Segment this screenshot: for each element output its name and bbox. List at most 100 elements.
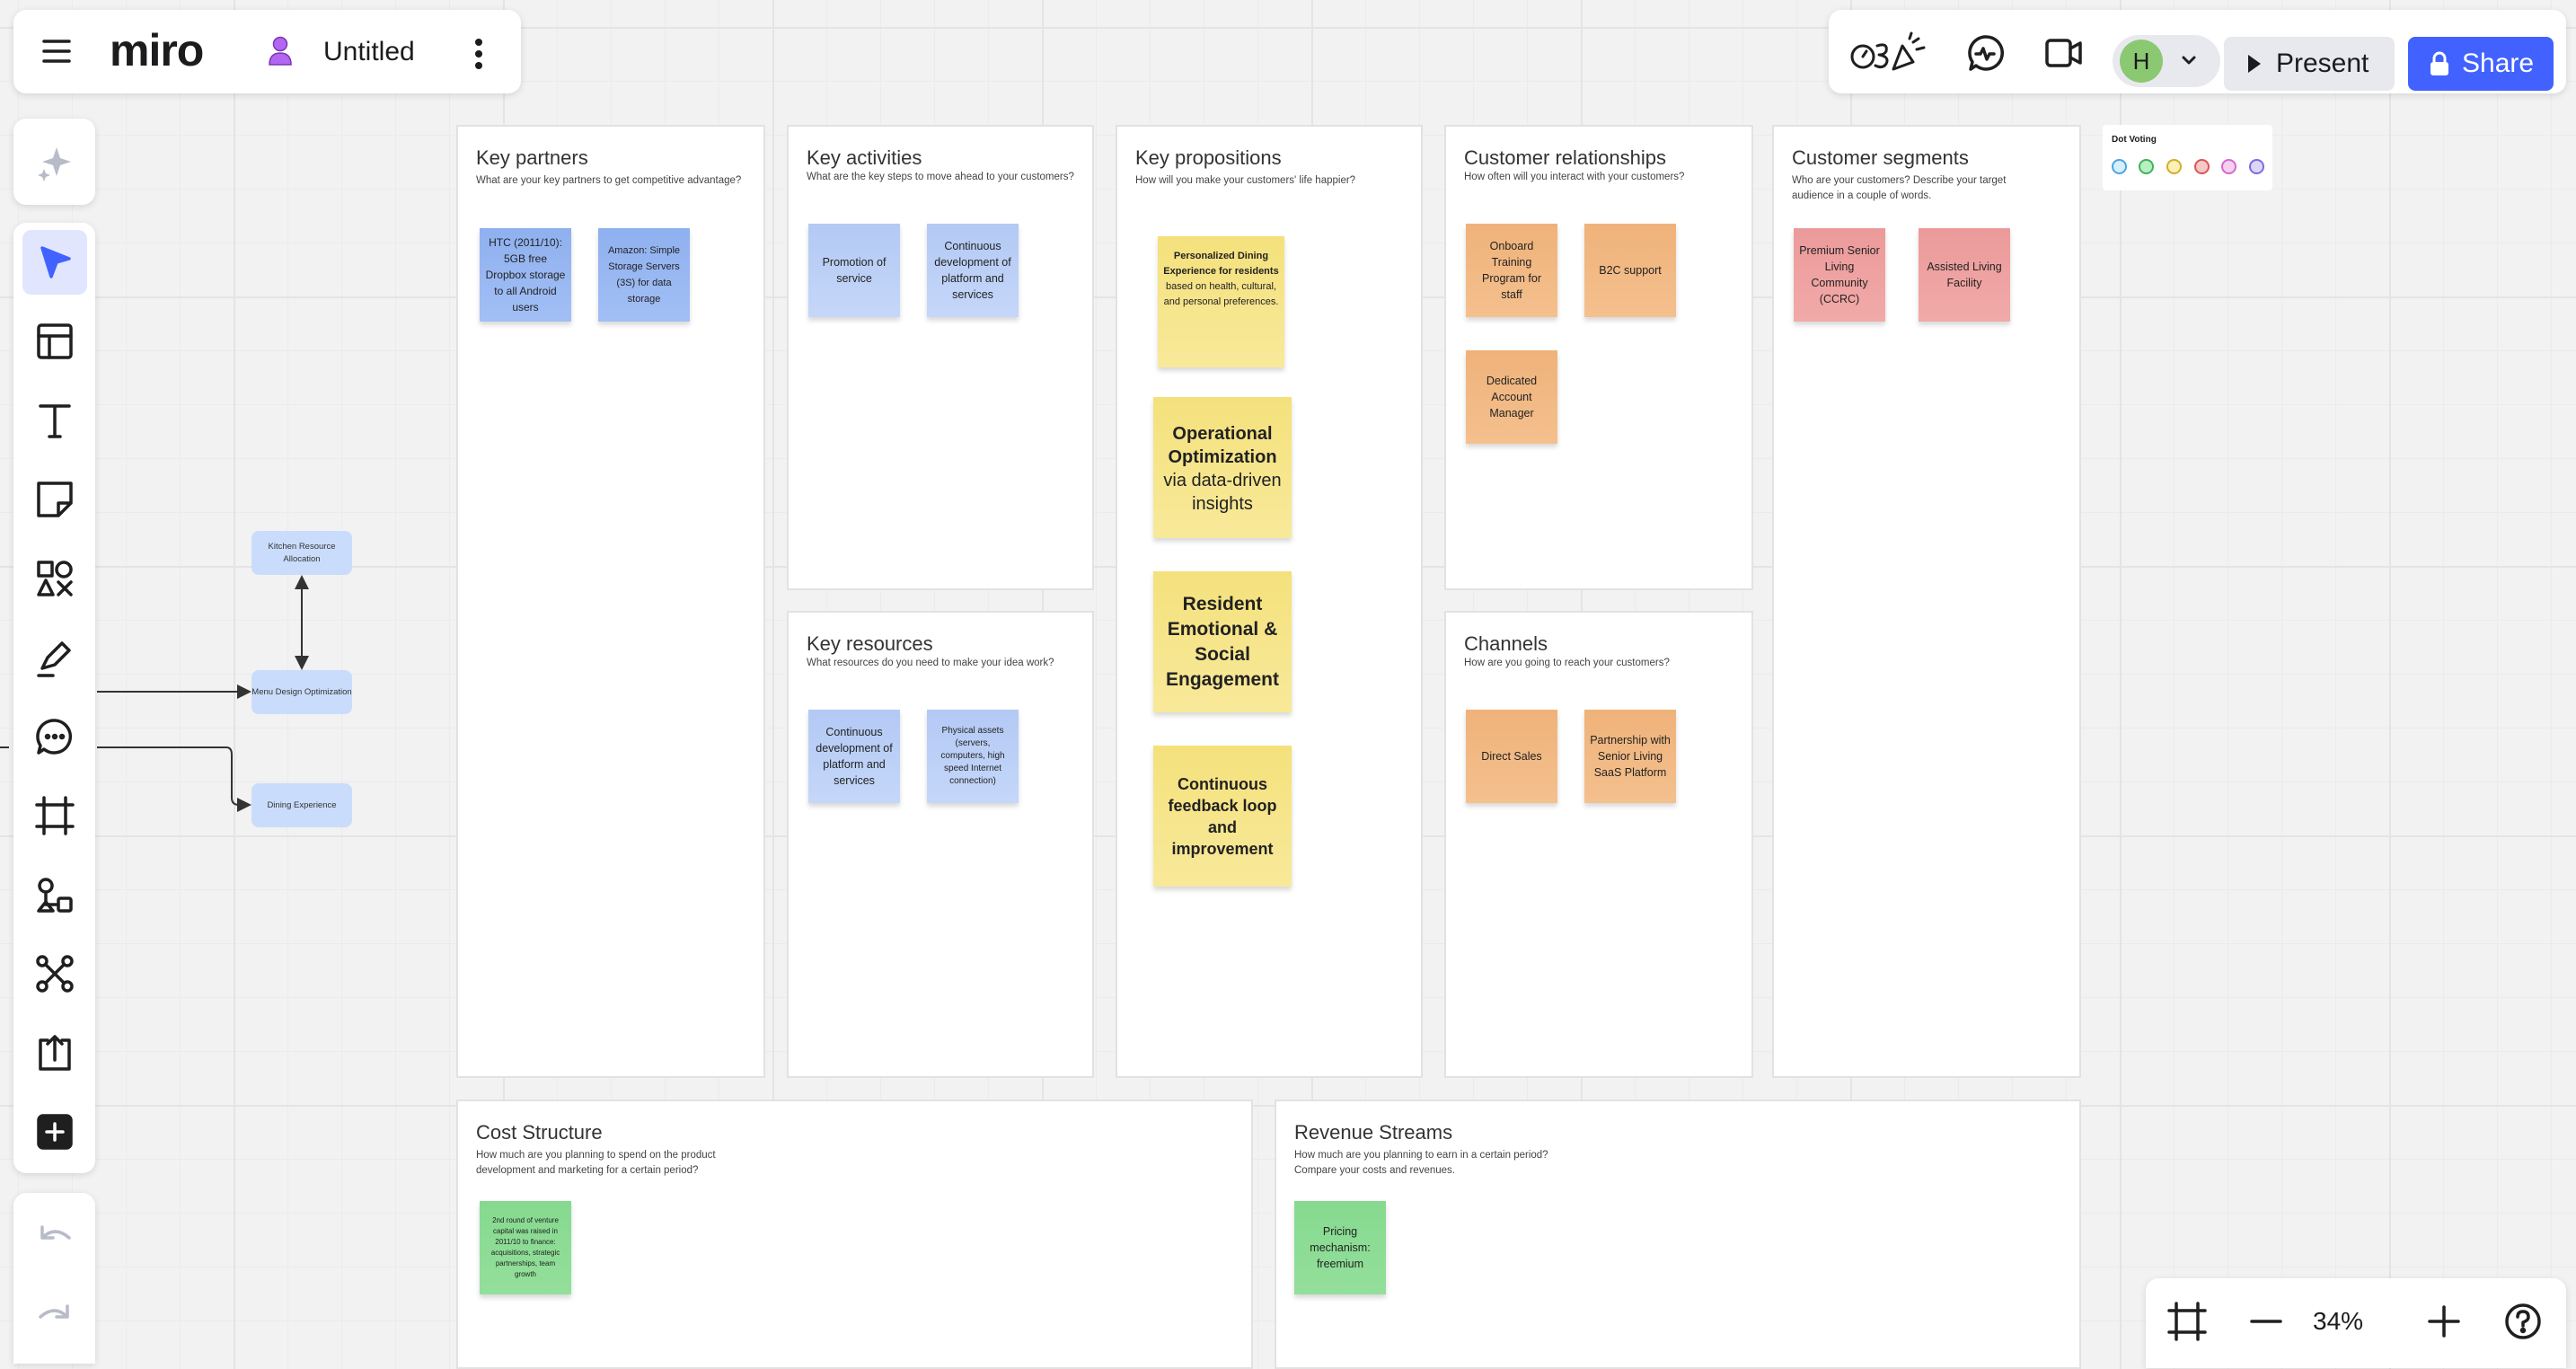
flow-node-menu[interactable]: Menu Design Optimization bbox=[251, 670, 352, 714]
panel-cost-structure: Cost Structure How much are you planning… bbox=[456, 1100, 1253, 1369]
panel-subtitle: Who are your customers? Describe your ta… bbox=[1792, 175, 2007, 201]
panel-title: Customer segments bbox=[1792, 146, 1969, 169]
vote-dot-purple[interactable] bbox=[2249, 159, 2264, 174]
share-button[interactable]: Share bbox=[2408, 37, 2554, 91]
more-apps-icon[interactable] bbox=[22, 1100, 87, 1164]
zoom-in-icon[interactable] bbox=[2424, 1302, 2464, 1346]
mind-map-icon[interactable] bbox=[22, 941, 87, 1006]
pen-tool-icon[interactable] bbox=[22, 625, 87, 690]
panel-title: Key activities bbox=[807, 146, 922, 169]
panel-channels: Channels How are you going to reach your… bbox=[1444, 611, 1753, 1078]
dot-voting-title: Dot Voting bbox=[2112, 135, 2157, 145]
collaborators-dropdown[interactable]: H bbox=[2113, 35, 2220, 87]
comment-tool-icon[interactable] bbox=[22, 704, 87, 769]
board-header: miro Untitled bbox=[13, 10, 521, 93]
sticky-bold-text: Operational Optimization bbox=[1168, 424, 1277, 467]
redo-icon[interactable] bbox=[22, 1285, 87, 1349]
sticky-note-tool-icon[interactable] bbox=[22, 467, 87, 532]
share-label: Share bbox=[2462, 49, 2535, 78]
menu-icon[interactable] bbox=[39, 33, 75, 74]
vote-dot-blue[interactable] bbox=[2112, 159, 2127, 174]
zoom-controls: 34% bbox=[2146, 1278, 2566, 1368]
panel-subtitle: How will you make your customers' life h… bbox=[1135, 175, 1356, 186]
sticky-note[interactable]: Dedicated Account Manager bbox=[1466, 350, 1557, 444]
ai-sparkle-icon[interactable] bbox=[22, 129, 87, 194]
sticky-note[interactable]: Continuous development of platform and s… bbox=[927, 224, 1019, 317]
vote-dot-pink[interactable] bbox=[2221, 159, 2236, 174]
panel-title: Key propositions bbox=[1135, 146, 1282, 169]
sticky-note[interactable]: Premium Senior Living Community (CCRC) bbox=[1794, 228, 1885, 322]
panel-title: Customer relationships bbox=[1464, 146, 1666, 169]
reactions-timer-icon[interactable] bbox=[1848, 30, 1935, 79]
present-label: Present bbox=[2276, 49, 2369, 78]
panel-subtitle: How often will you interact with your cu… bbox=[1464, 172, 1685, 182]
sticky-note[interactable]: Partnership with Senior Living SaaS Plat… bbox=[1584, 710, 1676, 803]
collaboration-toolbar: H Present Share bbox=[1829, 10, 2566, 93]
sticky-note[interactable]: HTC (2011/10): 5GB free Dropbox storage … bbox=[480, 228, 571, 322]
panel-key-resources: Key resources What resources do you need… bbox=[787, 611, 1094, 1078]
present-button[interactable]: Present bbox=[2224, 37, 2395, 91]
connector-to-dining bbox=[97, 746, 251, 812]
history-toolbar bbox=[13, 1193, 95, 1364]
frame-tool-icon[interactable] bbox=[22, 783, 87, 848]
sticky-note[interactable]: Amazon: Simple Storage Servers (3S) for … bbox=[598, 228, 690, 322]
templates-icon[interactable] bbox=[22, 309, 87, 374]
panel-subtitle: How much are you planning to earn in a c… bbox=[1294, 1150, 1548, 1176]
sticky-note[interactable]: B2C support bbox=[1584, 224, 1676, 317]
help-icon[interactable] bbox=[2503, 1302, 2543, 1346]
sticky-text: based on health, cultural, and personal … bbox=[1163, 281, 1279, 307]
sticky-note-personalized-dining[interactable]: Personalized Dining Experience for resid… bbox=[1158, 236, 1284, 367]
panel-subtitle: What are your key partners to get compet… bbox=[476, 175, 742, 186]
fit-to-screen-icon[interactable] bbox=[2167, 1302, 2207, 1346]
sticky-note[interactable]: Resident Emotional & Social Engagement bbox=[1153, 571, 1292, 712]
chat-icon[interactable] bbox=[1965, 33, 2005, 77]
sticky-note[interactable]: Onboard Training Program for staff bbox=[1466, 224, 1557, 317]
panel-title: Cost Structure bbox=[476, 1121, 603, 1144]
sticky-note[interactable]: Pricing mechanism: freemium bbox=[1294, 1201, 1386, 1294]
panel-title: Key resources bbox=[807, 632, 933, 655]
panel-customer-relationships: Customer relationships How often will yo… bbox=[1444, 125, 1753, 590]
panel-revenue-streams: Revenue Streams How much are you plannin… bbox=[1275, 1100, 2081, 1369]
video-call-icon[interactable] bbox=[2044, 35, 2084, 75]
panel-title: Key partners bbox=[476, 146, 588, 169]
avatar[interactable]: H bbox=[2120, 40, 2163, 83]
panel-title: Revenue Streams bbox=[1294, 1121, 1453, 1144]
chevron-down-icon bbox=[2179, 51, 2199, 74]
sticky-note[interactable]: Promotion of service bbox=[808, 224, 900, 317]
sticky-note[interactable]: Continuous development of platform and s… bbox=[808, 710, 900, 803]
shapes-tool-icon[interactable] bbox=[22, 546, 87, 611]
panel-subtitle: What resources do you need to make your … bbox=[807, 658, 1054, 668]
panel-title: Channels bbox=[1464, 632, 1548, 655]
sticky-note[interactable]: Physical assets (servers, computers, hig… bbox=[927, 710, 1019, 803]
flow-node-dining[interactable]: Dining Experience bbox=[251, 783, 352, 827]
vote-dot-yellow[interactable] bbox=[2166, 159, 2182, 174]
diagram-tool-icon[interactable] bbox=[22, 862, 87, 927]
panel-key-partners: Key partners What are your key partners … bbox=[456, 125, 765, 1078]
zoom-out-icon[interactable] bbox=[2246, 1302, 2286, 1346]
sticky-note[interactable]: 2nd round of venture capital was raised … bbox=[480, 1201, 571, 1294]
board-user-icon bbox=[267, 35, 294, 72]
sticky-note[interactable]: Direct Sales bbox=[1466, 710, 1557, 803]
panel-subtitle: How much are you planning to spend on th… bbox=[476, 1150, 716, 1176]
upload-icon[interactable] bbox=[22, 1020, 87, 1085]
undo-icon[interactable] bbox=[22, 1206, 87, 1270]
board-title[interactable]: Untitled bbox=[323, 37, 415, 66]
select-tool-icon[interactable] bbox=[22, 230, 87, 295]
dot-voting-widget[interactable]: Dot Voting bbox=[2103, 125, 2272, 190]
sticky-note[interactable]: Assisted Living Facility bbox=[1919, 228, 2010, 322]
zoom-level[interactable]: 34% bbox=[2313, 1307, 2364, 1335]
vote-dot-green[interactable] bbox=[2139, 159, 2154, 174]
text-tool-icon[interactable] bbox=[22, 388, 87, 453]
miro-logo[interactable]: miro bbox=[110, 25, 204, 75]
flow-node-kitchen[interactable]: Kitchen Resource Allocation bbox=[251, 531, 352, 575]
flow-connectors bbox=[0, 575, 309, 812]
more-options-icon[interactable] bbox=[472, 37, 485, 75]
sticky-note[interactable]: Continuous feedback loop and improvement bbox=[1153, 746, 1292, 887]
panel-key-propositions: Key propositions How will you make your … bbox=[1116, 125, 1423, 1078]
sticky-text: via data-driven insights bbox=[1163, 471, 1282, 514]
panel-subtitle: How are you going to reach your customer… bbox=[1464, 658, 1670, 668]
sticky-bold-text: Personalized Dining Experience for resid… bbox=[1163, 251, 1279, 277]
ai-toolbar bbox=[13, 119, 95, 205]
vote-dot-red[interactable] bbox=[2194, 159, 2210, 174]
